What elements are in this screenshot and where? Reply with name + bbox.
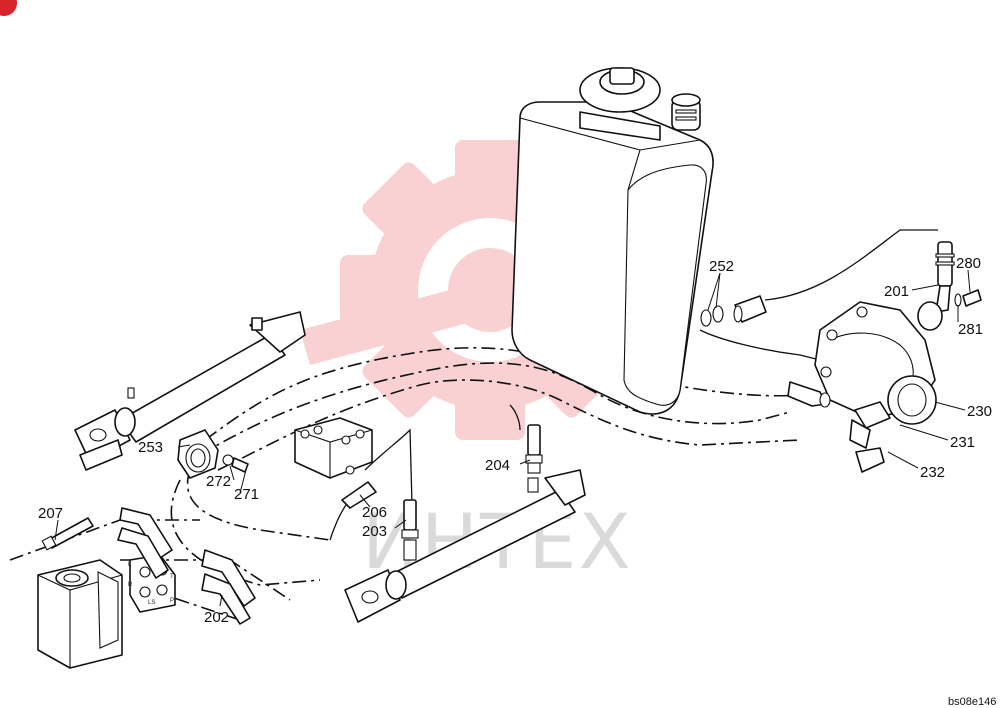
leader-lines [54,269,971,607]
callout-204: 204 [485,457,510,474]
callout-202: 202 [204,609,229,626]
drawing-code: bs08e146 [948,696,996,708]
tank-outlet-fitting [700,295,767,327]
port-label-ls: LS [148,600,155,606]
callout-280: 280 [956,255,981,272]
callout-232: 232 [920,464,945,481]
hydraulic-pump [814,301,937,473]
elbow-206 [341,481,377,509]
port-label-r: R [128,582,133,588]
port-label-l: L [128,562,132,568]
callout-207: 207 [38,505,63,522]
port-label-p: P [170,598,174,604]
fitting-201 [917,241,955,331]
callout-271: 271 [234,486,259,503]
bolt-271-272 [222,454,249,473]
corner-marker [0,0,17,16]
priority-valve [294,417,373,479]
callout-201: 201 [884,283,909,300]
callout-231: 231 [950,434,975,451]
hydraulic-tank [511,67,714,415]
callout-281: 281 [958,321,983,338]
fitting-280-281 [954,289,982,307]
callout-203: 203 [362,523,387,540]
bulkhead-253 [177,429,219,479]
elbow-fittings-202 [117,507,256,625]
callout-252: 252 [709,258,734,275]
callout-206: 206 [362,504,387,521]
fitting-204 [525,424,543,474]
fitting-207 [41,517,94,551]
pump-fittings-231-232 [787,381,831,408]
callout-230: 230 [967,403,992,420]
right-steering-cylinder [344,469,586,623]
left-steering-cylinder [74,311,306,471]
callout-272: 272 [206,473,231,490]
port-label-t: T [170,574,174,580]
callout-253: 253 [138,439,163,456]
fitting-203 [401,499,419,561]
